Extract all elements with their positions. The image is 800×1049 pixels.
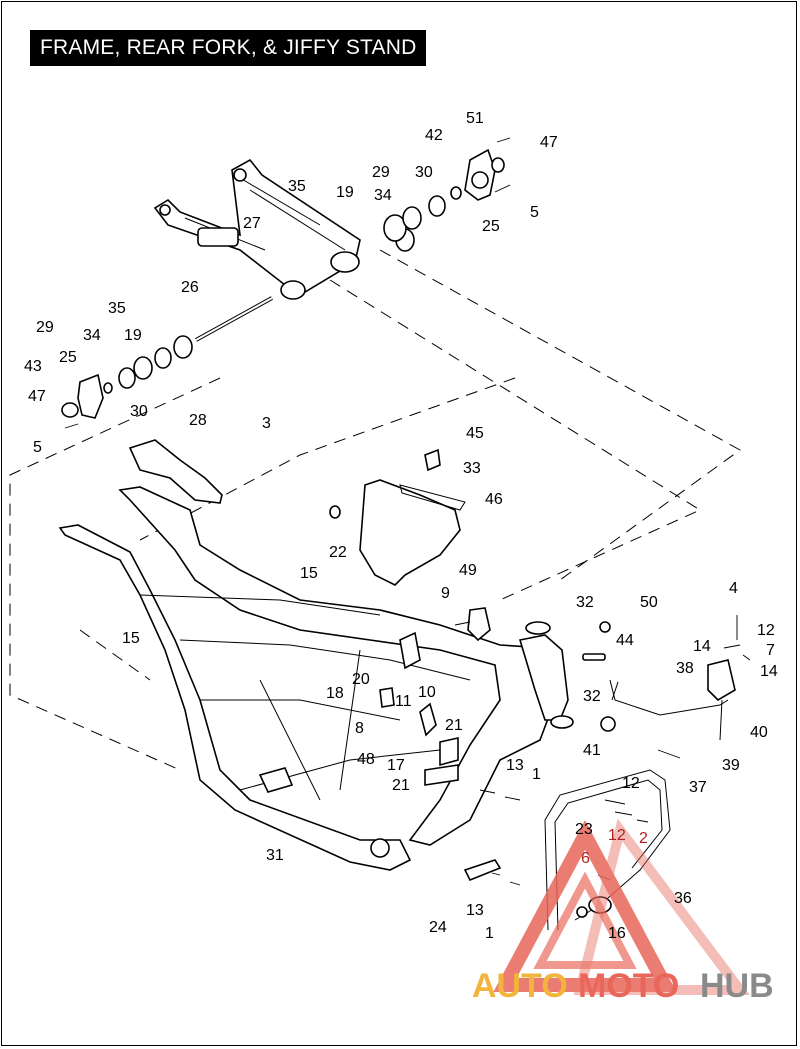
callout-label: 29 xyxy=(372,164,390,181)
callout-label: 34 xyxy=(374,187,392,204)
callout-label: 41 xyxy=(583,742,601,759)
jiffy-stand xyxy=(609,615,751,759)
callout-label: 25 xyxy=(59,349,77,366)
callout-label: 31 xyxy=(266,847,284,864)
callout-label: 12 xyxy=(757,622,775,639)
callout-labels: 51 42 47 29 30 35 19 34 5 25 27 26 35 29… xyxy=(24,110,778,942)
watermark-logo xyxy=(493,818,750,995)
callout-label: 19 xyxy=(124,327,142,344)
rear-fork xyxy=(153,158,361,300)
callout-label: 49 xyxy=(459,562,477,579)
callout-label: 14 xyxy=(760,663,778,680)
callout-label: 42 xyxy=(425,127,443,144)
callout-label: 39 xyxy=(722,757,740,774)
callout-label: 5 xyxy=(33,439,42,456)
callout-label: 21 xyxy=(392,777,410,794)
watermark-text-auto: AUTO xyxy=(472,967,568,1005)
callout-label: 13 xyxy=(506,757,524,774)
callout-label: 4 xyxy=(729,580,738,597)
callout-label: 33 xyxy=(463,460,481,477)
pivot-shaft xyxy=(195,296,273,342)
callout-label: 12 xyxy=(608,827,626,844)
callout-label: 26 xyxy=(181,279,199,296)
callout-label: 43 xyxy=(24,358,42,375)
watermark-text-moto: MOTO xyxy=(578,967,679,1005)
callout-label: 37 xyxy=(689,779,707,796)
callout-label: 5 xyxy=(530,204,539,221)
frame-covers xyxy=(128,439,466,586)
callout-label: 36 xyxy=(674,890,692,907)
watermark-text: AUTO MOTO HUB xyxy=(472,967,774,1005)
callout-label: 19 xyxy=(336,184,354,201)
callout-label: 32 xyxy=(576,594,594,611)
callout-label: 35 xyxy=(108,300,126,317)
callout-label: 13 xyxy=(466,902,484,919)
callout-label: 6 xyxy=(581,850,590,867)
right-bearing-stack xyxy=(383,137,511,252)
callout-label: 17 xyxy=(387,757,405,774)
callout-label: 10 xyxy=(418,684,436,701)
callout-label: 28 xyxy=(189,412,207,429)
callout-label: 38 xyxy=(676,660,694,677)
callout-label: 20 xyxy=(352,671,370,688)
callout-label: 22 xyxy=(329,544,347,561)
callout-label: 8 xyxy=(355,720,364,737)
callout-label: 1 xyxy=(485,925,494,942)
callout-label: 3 xyxy=(262,415,271,432)
assembly-guide-lines xyxy=(9,249,741,771)
callout-label: 18 xyxy=(326,685,344,702)
callout-label: 48 xyxy=(357,751,375,768)
callout-label: 50 xyxy=(640,594,658,611)
left-bearing-stack xyxy=(61,335,193,429)
callout-label: 15 xyxy=(300,565,318,582)
callout-label: 32 xyxy=(583,688,601,705)
callout-label: 7 xyxy=(766,642,775,659)
callout-label: 35 xyxy=(288,178,306,195)
callout-label: 21 xyxy=(445,717,463,734)
callout-label: 23 xyxy=(575,821,593,838)
callout-label: 47 xyxy=(28,388,46,405)
callout-label: 34 xyxy=(83,327,101,344)
callout-label: 2 xyxy=(639,830,648,847)
small-parts xyxy=(379,607,616,886)
callout-label: 51 xyxy=(466,110,484,127)
callout-label: 47 xyxy=(540,134,558,151)
callout-label: 9 xyxy=(441,585,450,602)
callout-label: 14 xyxy=(693,638,711,655)
callout-label: 16 xyxy=(608,925,626,942)
page-title: FRAME, REAR FORK, & JIFFY STAND xyxy=(30,30,427,66)
callout-label: 27 xyxy=(243,215,261,232)
callout-label: 44 xyxy=(616,632,634,649)
callout-label: 30 xyxy=(415,164,433,181)
callout-label: 45 xyxy=(466,425,484,442)
callout-label: 46 xyxy=(485,491,503,508)
callout-label: 12 xyxy=(622,775,640,792)
callout-label: 15 xyxy=(122,630,140,647)
main-frame xyxy=(58,486,569,871)
callout-label: 1 xyxy=(532,766,541,783)
callout-label: 30 xyxy=(130,403,148,420)
callout-label: 24 xyxy=(429,919,447,936)
callout-label: 29 xyxy=(36,319,54,336)
callout-label: 40 xyxy=(750,724,768,741)
stand-bracket xyxy=(544,769,671,931)
callout-label: 11 xyxy=(395,693,412,710)
callout-label: 25 xyxy=(482,218,500,235)
watermark-text-hub: HUB xyxy=(700,967,774,1005)
